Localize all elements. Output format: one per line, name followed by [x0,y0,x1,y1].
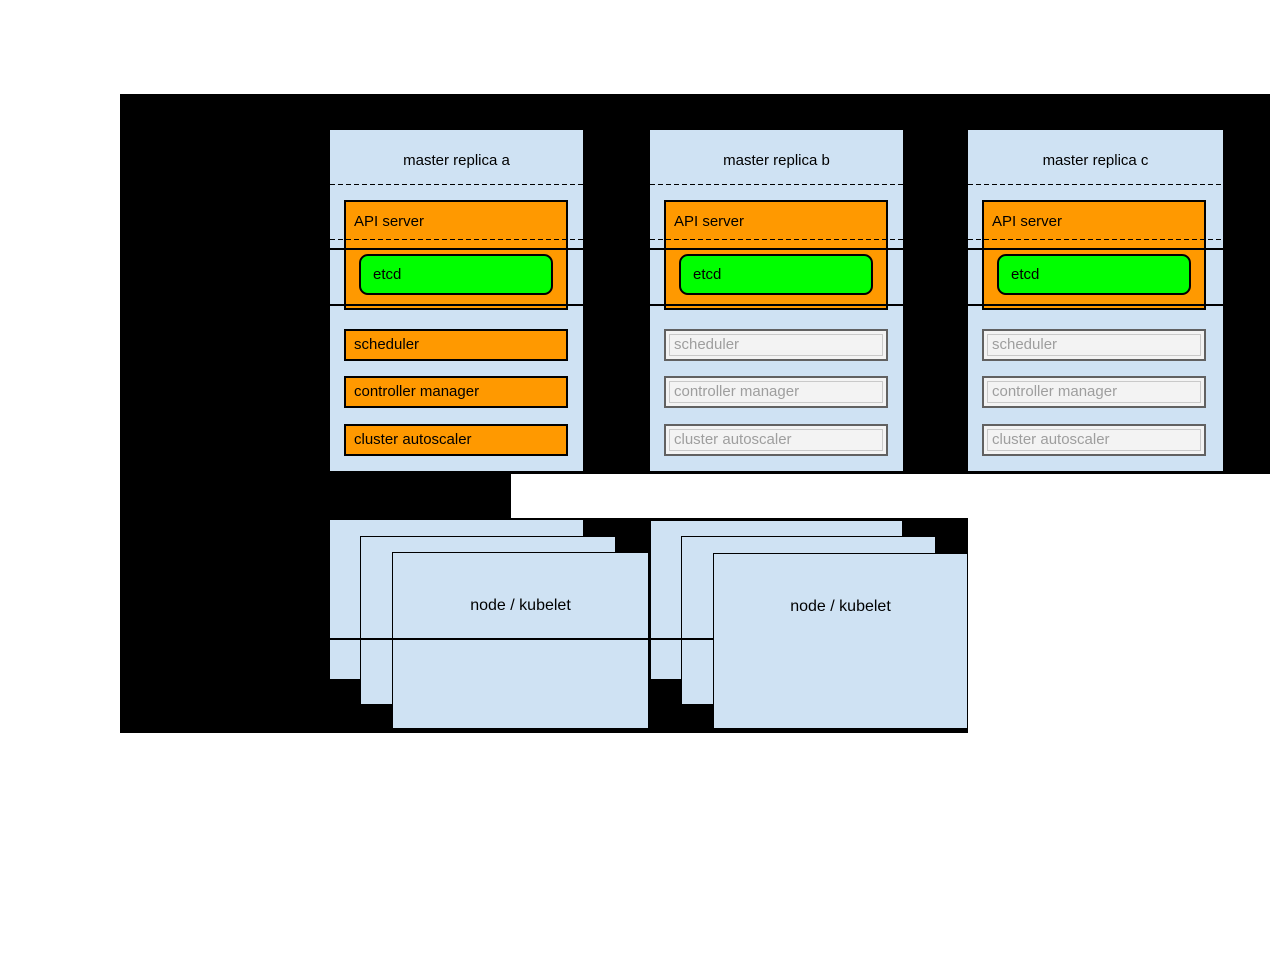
etcd-link-line [968,304,1223,306]
etcd-box: etcd [997,254,1191,295]
dashed-divider-line [330,239,583,240]
etcd-link-line [330,304,583,306]
node-kubelet-label: node / kubelet [470,597,571,614]
dashed-divider-line [968,239,1223,240]
node-box-front: node / kubelet [392,552,649,729]
dashed-divider-line [650,239,903,240]
etcd-box: etcd [679,254,873,295]
replica-title: master replica b [723,152,830,169]
etcd-link-line [968,248,1223,250]
master-replica-a-box: master replica a API server etcd schedul… [329,129,584,472]
black-background-left-strip [120,474,511,518]
cluster-autoscaler-box: cluster autoscaler [664,424,888,456]
replica-title: master replica a [403,152,510,169]
master-replica-c-box: master replica c API server etcd schedul… [967,129,1224,472]
api-server-label: API server [354,213,425,230]
etcd-link-line [330,248,583,250]
scheduler-box: scheduler [344,329,568,361]
api-server-label: API server [992,213,1063,230]
node-link-line [329,638,713,640]
etcd-link-line [650,248,903,250]
api-server-box: API server etcd [344,200,568,310]
cluster-autoscaler-box: cluster autoscaler [344,424,568,456]
scheduler-box: scheduler [982,329,1206,361]
api-server-box: API server etcd [982,200,1206,310]
etcd-box: etcd [359,254,553,295]
api-server-box: API server etcd [664,200,888,310]
controller-manager-box: controller manager [664,376,888,408]
replica-title: master replica c [1042,152,1149,169]
cluster-autoscaler-box: cluster autoscaler [982,424,1206,456]
node-kubelet-label: node / kubelet [790,598,891,615]
master-replica-b-box: master replica b API server etcd schedul… [649,129,904,472]
controller-manager-box: controller manager [344,376,568,408]
scheduler-box: scheduler [664,329,888,361]
controller-manager-box: controller manager [982,376,1206,408]
node-box-front: node / kubelet [713,553,968,729]
dashed-divider-line [650,184,903,185]
api-server-label: API server [674,213,745,230]
dashed-divider-line [968,184,1223,185]
etcd-link-line [650,304,903,306]
dashed-divider-line [330,184,583,185]
